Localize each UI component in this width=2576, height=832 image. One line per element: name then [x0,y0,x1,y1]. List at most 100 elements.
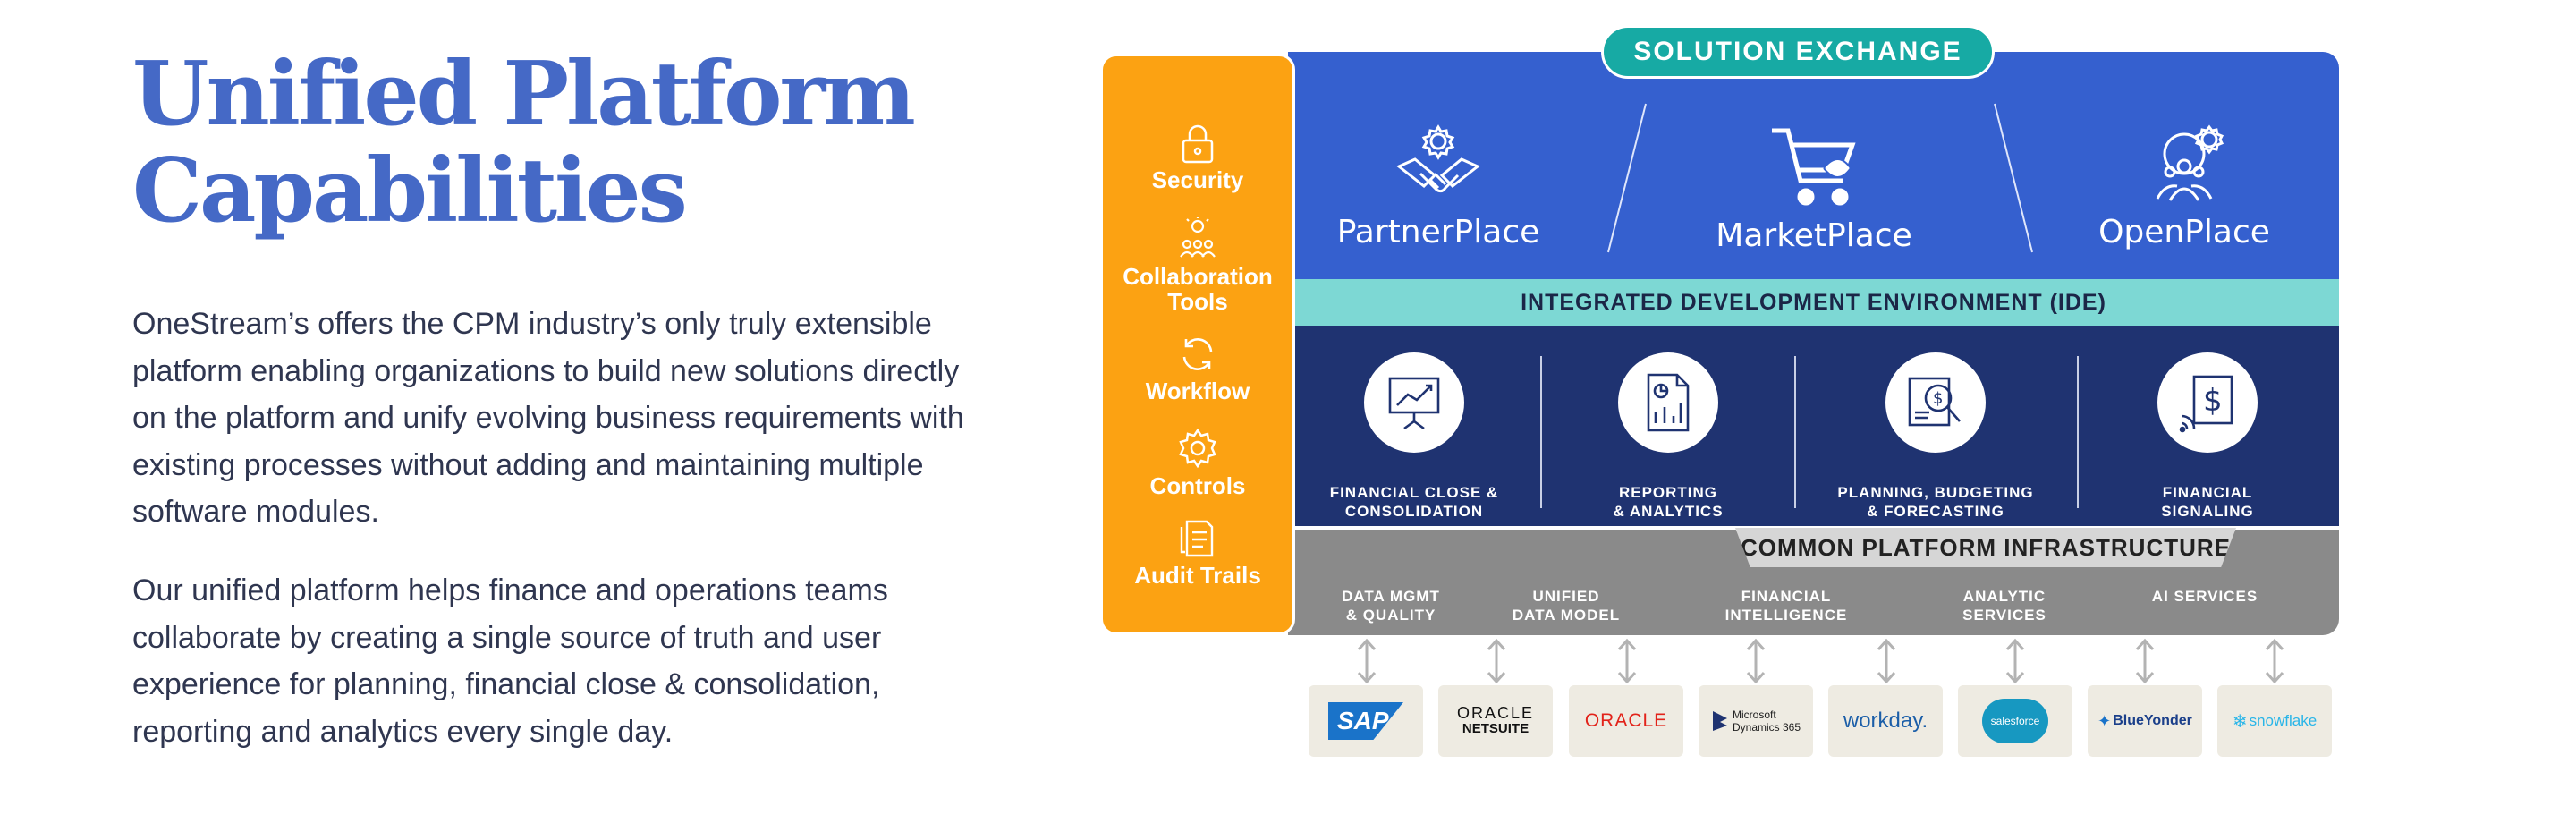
oracle-logo-text: ORACLE [1584,710,1668,731]
handshake-gear-icon [1396,124,1480,193]
bidirectional-arrow-icon [1746,638,1766,684]
snowflake-logo-text: snowflake [2249,712,2318,729]
capability-icon-circle [1364,352,1464,453]
salesforce-logo-text: salesforce [1990,715,2040,727]
sap-logo-mark: SAP [1328,702,1403,740]
place-label: PartnerPlace [1336,214,1540,250]
sidebar-label: Security [1151,166,1244,193]
capability-label-line2: SIGNALING [2161,503,2254,520]
bidirectional-arrow-icon [2005,638,2025,684]
capability-divider [1540,356,1542,508]
logo-snowflake: ❄ snowflake [2217,685,2332,757]
sidebar-label: Workflow [1145,378,1250,404]
logo-netsuite: ORACLE NETSUITE [1438,685,1553,757]
infrastructure-line2: & QUALITY [1345,607,1436,624]
logo-sap: SAP [1309,685,1423,757]
svg-text:$: $ [2203,383,2223,419]
infrastructure-line2: SERVICES [1962,607,2046,624]
dollar-magnifier-icon: $ [1908,377,1961,427]
place-dividers [1607,103,2033,253]
dollar-signal-icon: $ [2179,375,2233,433]
capability-label-line1: FINANCIAL [2162,484,2253,501]
blueyonder-logo-text: BlueYonder [2113,713,2192,728]
sap-logo-text: SAP [1337,707,1389,734]
sidebar-item-collaboration: Collaboration Tools [1103,217,1292,314]
capability-planning: $ PLANNING, BUDGETING & FORECASTING [1819,352,2052,521]
sidebar-item-workflow: Workflow [1103,334,1292,403]
team-idea-icon [1180,217,1216,258]
page-title: Unified Platform Capabilities [132,47,937,240]
logo-oracle: ORACLE [1569,685,1683,757]
capability-label-line1: REPORTING [1618,484,1718,501]
lock-icon [1182,124,1214,164]
place-partnerplace: PartnerPlace [1304,123,1572,250]
svg-text:$: $ [1933,389,1943,408]
capability-reporting: REPORTING & ANALYTICS [1552,352,1784,521]
sidebar-item-audit-trails: Audit Trails [1103,518,1292,588]
document-list-icon [1180,520,1214,557]
infrastructure-item: UNIFIED DATA MODEL [1490,587,1642,624]
capability-icon-circle [1618,352,1718,453]
place-marketplace: MarketPlace [1680,123,1948,254]
dynamics-top: Microsoft [1732,709,1776,721]
infrastructure-title: COMMON PLATFORM INFRASTRUCTURE [1735,528,2236,567]
sidebar-label: Audit Trails [1134,562,1261,589]
salesforce-cloud: salesforce [1982,699,2048,743]
people-gear-icon [2156,124,2224,201]
netsuite-bottom: NETSUITE [1462,721,1530,736]
solution-exchange-band: PartnerPlace MarketPlace OpenP [1288,52,2339,279]
infrastructure-line1: UNIFIED [1532,588,1600,605]
ide-band: INTEGRATED DEVELOPMENT ENVIRONMENT (IDE) [1288,279,2339,326]
presentation-chart-icon [1388,377,1440,430]
bidirectional-arrow-icon [2135,638,2155,684]
governance-sidebar: Security Collaboration Tools Workflow Co… [1100,54,1295,635]
snowflake-icon: ❄ [2232,711,2248,732]
dynamics-bottom: Dynamics 365 [1732,721,1801,734]
infrastructure-line1: ANALYTIC [1962,588,2046,605]
capability-label: PLANNING, BUDGETING & FORECASTING [1819,483,2052,521]
cycle-arrows-icon [1182,338,1213,370]
bidirectional-arrow-icon [1487,638,1506,684]
capability-divider [1794,356,1796,508]
capability-financial-close: FINANCIAL CLOSE & CONSOLIDATION [1298,352,1530,521]
netsuite-top: ORACLE [1456,704,1535,722]
bidirectional-arrow-icon [1357,638,1377,684]
place-label: OpenPlace [2098,214,2270,250]
place-label: MarketPlace [1716,217,1912,254]
gear-icon [1179,428,1216,469]
infrastructure-item: ANALYTIC SERVICES [1928,587,2080,624]
logo-dynamics: Microsoft Dynamics 365 [1699,685,1813,757]
shopping-cart-icon [1772,128,1856,206]
report-document-icon [1647,373,1690,432]
capability-label-line2: CONSOLIDATION [1344,503,1484,520]
capability-label-line1: FINANCIAL CLOSE & [1329,484,1499,501]
capability-icon-circle: $ [2157,352,2258,453]
infrastructure-line1: DATA MGMT [1342,588,1440,605]
sidebar-label: Controls [1149,472,1246,499]
capability-label-line2: & FORECASTING [1867,503,2004,520]
capability-label: FINANCIAL CLOSE & CONSOLIDATION [1298,483,1530,521]
infrastructure-line1: FINANCIAL [1741,588,1832,605]
infrastructure-line1: AI SERVICES [2151,588,2258,605]
infrastructure-item: FINANCIAL INTELLIGENCE [1710,587,1862,624]
capability-financial-signaling: $ FINANCIAL SIGNALING [2091,352,2324,521]
capability-label: FINANCIAL SIGNALING [2091,483,2324,521]
infrastructure-item: DATA MGMT & QUALITY [1315,587,1467,624]
place-openplace: OpenPlace [2050,123,2318,250]
sidebar-item-security: Security [1103,123,1292,192]
platform-paragraph: Our unified platform helps finance and o… [132,573,888,749]
capability-label-line2: & ANALYTICS [1613,503,1724,520]
infrastructure-line2: INTELLIGENCE [1724,607,1848,624]
dynamics-logo-text: Microsoft Dynamics 365 [1733,709,1801,734]
intro-paragraph: OneStream’s offers the CPM industry’s on… [132,307,964,529]
capability-label: REPORTING & ANALYTICS [1552,483,1784,521]
netsuite-logo-text: ORACLE NETSUITE [1457,705,1534,737]
platform-layers: PartnerPlace MarketPlace OpenP [1288,52,2339,635]
capability-icon-circle: $ [1885,352,1986,453]
blueyonder-star-icon: ✦ [2097,711,2112,730]
page-title-line2: Capabilities [132,140,688,242]
bidirectional-arrow-icon [1617,638,1637,684]
capability-divider [2077,356,2079,508]
infrastructure-item: AI SERVICES [2129,587,2281,606]
sidebar-item-controls: Controls [1103,427,1292,498]
